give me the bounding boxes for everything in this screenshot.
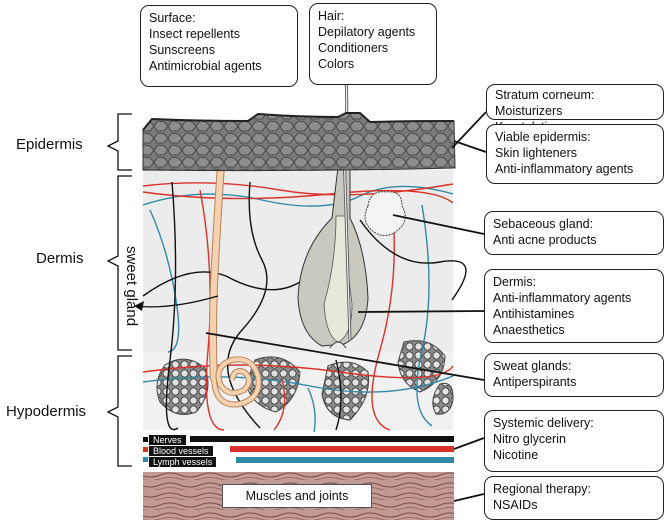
dermis-label: Dermis: [36, 250, 84, 267]
callout-item: Antihistamines: [493, 307, 575, 321]
callout-item: Colors: [318, 57, 355, 71]
muscles-label: Muscles and joints: [222, 484, 372, 508]
callout-item: Nitro glycerin: [493, 432, 566, 446]
callout-title: Viable epidermis:: [495, 130, 591, 144]
callout-item: Anaesthetics: [493, 323, 565, 337]
legend-blood-vessels: Blood vessels: [149, 446, 213, 456]
callout-item: Skin lighteners: [495, 146, 577, 160]
regional-therapy-callout: Regional therapy: NSAIDs: [484, 476, 664, 520]
hair-callout: Hair: Depilatory agents Conditioners Col…: [309, 3, 437, 85]
callout-item: Depilatory agents: [318, 25, 416, 39]
callout-item: NSAIDs: [493, 498, 538, 512]
blood-vessels: [142, 182, 454, 431]
layer-brackets: [106, 113, 132, 467]
callout-item: Nicotine: [493, 448, 539, 462]
callout-title: Sebaceous gland:: [493, 217, 594, 231]
viable-epidermis-callout: Viable epidermis: Skin lighteners Anti-i…: [486, 124, 664, 184]
callout-title: Hair:: [318, 9, 345, 23]
callout-item: Insect repellents: [149, 27, 241, 41]
callout-title: Dermis:: [493, 275, 537, 289]
callout-title: Regional therapy:: [493, 482, 591, 496]
sebaceous-gland: [364, 191, 406, 236]
lymph-vessels-legend-line: [236, 457, 454, 463]
surface-callout: Surface: Insect repellents Sunscreens An…: [140, 5, 298, 87]
callout-item: Antiperspirants: [493, 375, 577, 389]
sweat-gland-label: sweet gland: [123, 246, 140, 327]
stratum-corneum-callout: Stratum corneum: Moisturizers Keratolyti…: [486, 84, 664, 134]
nerves-legend-line: [190, 436, 454, 442]
callout-item: Moisturizers: [495, 104, 563, 118]
callout-title: Sweat glands:: [493, 359, 572, 373]
legend-lymph-vessels: Lymph vessels: [149, 457, 217, 467]
callout-item: Anti acne products: [493, 233, 597, 247]
callout-item: Antimicrobial agents: [149, 59, 262, 73]
epidermis-label: Epidermis: [16, 136, 83, 153]
lymph-vessels: [142, 185, 454, 433]
leader-lines: [205, 111, 487, 502]
callout-item: Anti-inflammatory agents: [493, 291, 632, 305]
legend-nerves: Nerves: [149, 435, 186, 445]
hypodermis-label: Hypodermis: [6, 403, 87, 420]
sweat-glands-callout: Sweat glands: Antiperspirants: [484, 353, 664, 397]
sebaceous-gland-callout: Sebaceous gland: Anti acne products: [484, 211, 664, 255]
callout-item: Conditioners: [318, 41, 389, 55]
callout-title: Stratum corneum:: [495, 88, 595, 102]
callout-title: Surface:: [149, 11, 196, 25]
nerves: [142, 181, 467, 431]
callout-item: Sunscreens: [149, 43, 216, 57]
blood-vessels-legend-line: [230, 446, 454, 452]
callout-title: Systemic delivery:: [493, 416, 594, 430]
dermis-callout: Dermis: Anti-inflammatory agents Antihis…: [484, 269, 664, 343]
systemic-delivery-callout: Systemic delivery: Nitro glycerin Nicoti…: [484, 410, 664, 472]
callout-item: Anti-inflammatory agents: [495, 162, 634, 176]
